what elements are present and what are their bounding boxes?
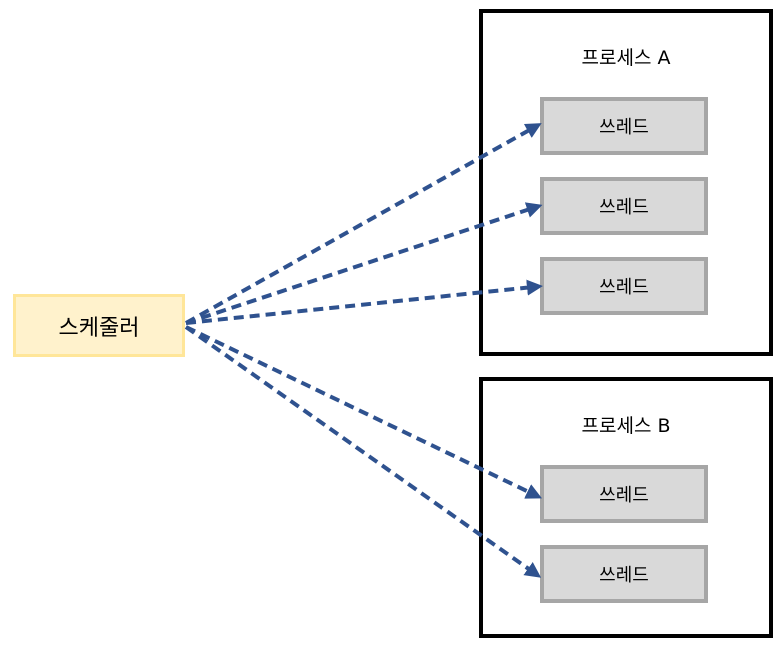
thread-label: 쓰레드 (599, 565, 649, 586)
thread-label: 쓰레드 (599, 197, 649, 218)
process-b-thread-1: 쓰레드 (540, 465, 708, 523)
process-b-thread-2: 쓰레드 (540, 545, 708, 603)
arrow-to-a-thread-2 (185, 202, 543, 325)
thread-label: 쓰레드 (599, 485, 649, 506)
thread-label: 쓰레드 (599, 277, 649, 298)
thread-label: 쓰레드 (599, 117, 649, 138)
process-a-box: 프로세스 A 쓰레드 쓰레드 쓰레드 (479, 9, 773, 356)
process-a-title: 프로세스 A (581, 47, 671, 69)
process-b-box: 프로세스 B 쓰레드 쓰레드 (479, 377, 773, 638)
arrow-to-b-thread-2 (184, 325, 542, 578)
process-b-title: 프로세스 B (581, 415, 671, 437)
arrow-to-a-thread-1 (185, 123, 542, 325)
process-a-thread-2: 쓰레드 (540, 177, 708, 235)
process-a-thread-3: 쓰레드 (540, 257, 708, 315)
process-a-thread-1: 쓰레드 (540, 97, 708, 155)
scheduler-box: 스케줄러 (13, 294, 185, 357)
scheduler-label: 스케줄러 (58, 315, 140, 341)
arrow-to-a-thread-3 (185, 279, 543, 325)
arrow-to-b-thread-1 (185, 325, 543, 499)
